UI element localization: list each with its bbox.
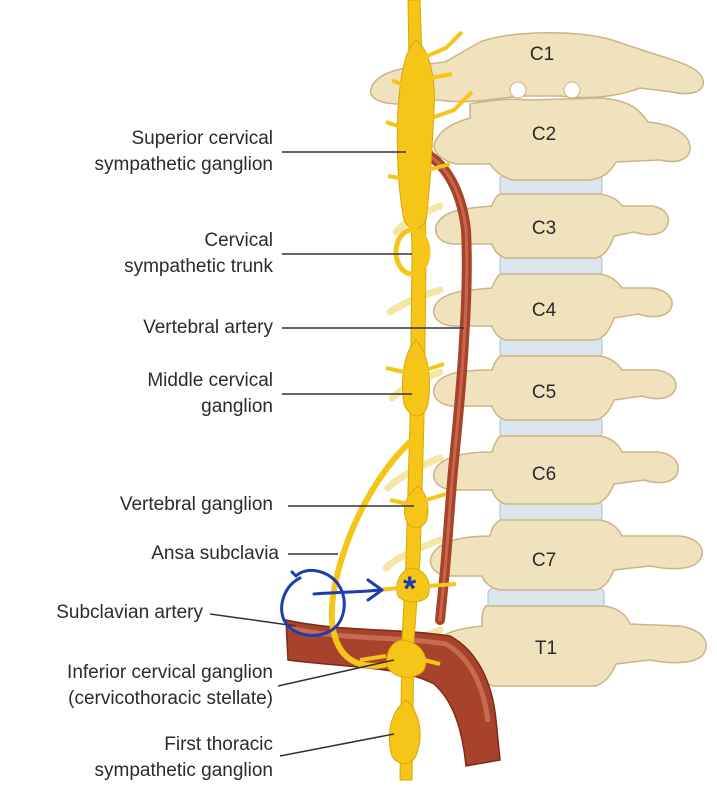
vertebra-c7 <box>430 520 702 590</box>
label-line: ganglion <box>147 394 273 420</box>
label-line: Middle cervical <box>147 368 273 394</box>
label-vertebral-ganglion: Vertebral ganglion <box>120 492 273 518</box>
middle-cervical-ganglion <box>403 340 430 416</box>
label-inferior-cervical-ganglion: Inferior cervical ganglion (cervicothora… <box>67 660 273 712</box>
leader-first-thoracic <box>280 734 394 756</box>
c1-foramen-right <box>564 82 580 98</box>
vertebra-label-c1: C1 <box>530 44 554 65</box>
label-line: First thoracic <box>95 732 274 758</box>
annotation-asterisk: * <box>403 570 417 608</box>
vertebra-label-c2: C2 <box>532 124 556 145</box>
label-line: sympathetic trunk <box>124 254 273 280</box>
vertebra-label-c6: C6 <box>532 464 556 485</box>
vertebra-label-t1: T1 <box>535 638 557 659</box>
label-line: Vertebral ganglion <box>120 492 273 518</box>
label-subclavian-artery: Subclavian artery <box>56 600 203 626</box>
superior-cervical-ganglion <box>397 40 434 229</box>
label-line: Ansa subclavia <box>151 541 279 567</box>
vertebra-label-c4: C4 <box>532 300 557 321</box>
annotation-arrow-line <box>314 590 380 594</box>
label-cervical-sympathetic-trunk: Cervical sympathetic trunk <box>124 228 273 280</box>
label-first-thoracic-ganglion: First thoracic sympathetic ganglion <box>95 732 274 784</box>
first-thoracic-ganglion <box>389 700 420 764</box>
label-line: sympathetic ganglion <box>95 152 274 178</box>
label-line: (cervicothoracic stellate) <box>67 686 273 712</box>
label-vertebral-artery: Vertebral artery <box>143 315 273 341</box>
label-line: Cervical <box>124 228 273 254</box>
vertebra-c2 <box>434 98 690 180</box>
c1-foramen-left <box>510 82 526 98</box>
label-ansa-subclavia: Ansa subclavia <box>151 541 279 567</box>
vertebra-label-c3: C3 <box>532 218 556 239</box>
label-line: Subclavian artery <box>56 600 203 626</box>
label-line: sympathetic ganglion <box>95 758 274 784</box>
label-line: Vertebral artery <box>143 315 273 341</box>
vertebra-label-c5: C5 <box>532 382 556 403</box>
label-line: Superior cervical <box>95 126 274 152</box>
label-superior-cervical-ganglion: Superior cervical sympathetic ganglion <box>95 126 274 178</box>
label-middle-cervical-ganglion: Middle cervical ganglion <box>147 368 273 420</box>
label-line: Inferior cervical ganglion <box>67 660 273 686</box>
vertebra-label-c7: C7 <box>532 550 556 571</box>
